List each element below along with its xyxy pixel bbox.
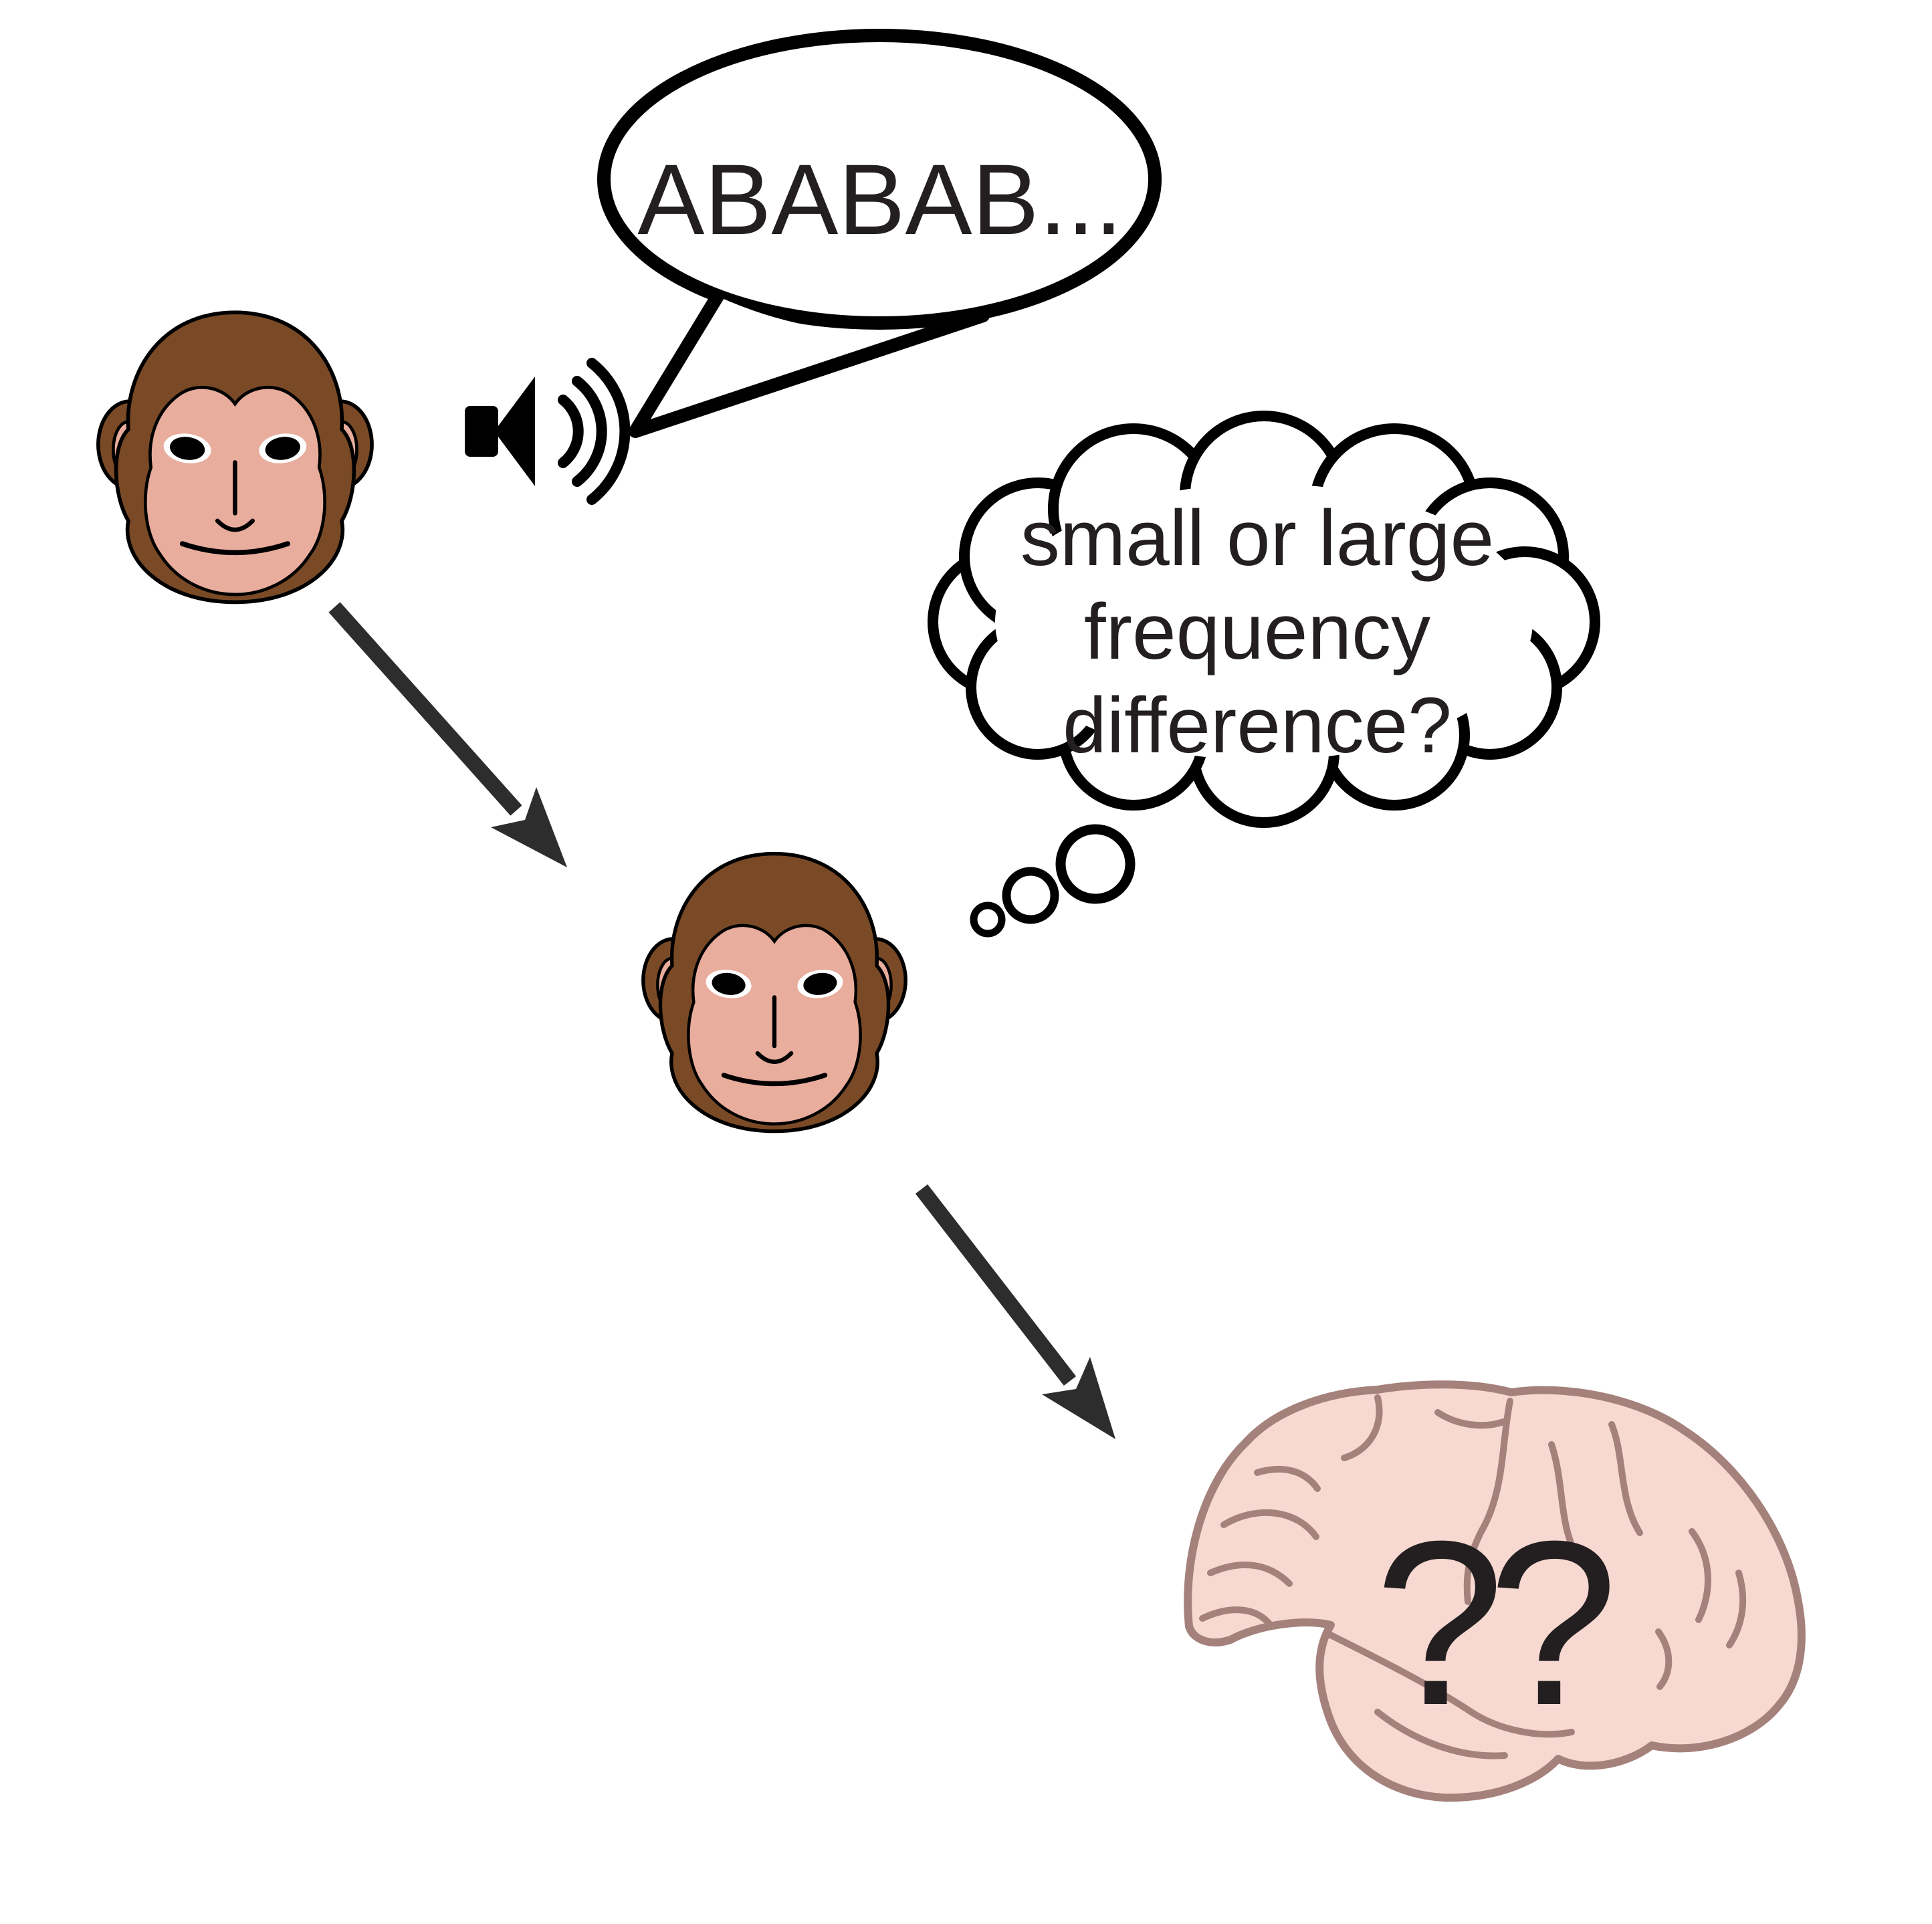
cloud-interior [995, 484, 1533, 760]
speech-bubble: ABABAB... [597, 29, 1162, 438]
sound-wave-arc-3 [586, 358, 631, 505]
thought-bubble-large [1055, 824, 1136, 904]
speaker-box [465, 406, 498, 457]
arrow-monkey1-to-monkey2 [328, 602, 567, 867]
thought-bubble-medium [1002, 867, 1059, 924]
brain-question-marks: ?? [1374, 1493, 1612, 1754]
speech-bubble-ellipse [597, 29, 1162, 330]
sound-wave-arc-1 [558, 395, 584, 468]
arrow-monkey2-to-brain [915, 1184, 1115, 1439]
thought-cloud: small or large frequency difference? [928, 411, 1600, 938]
arrow-2-shaft [915, 1184, 1077, 1386]
monkey-head-speaker [98, 312, 372, 602]
cloud-text-line-1: small or large [1021, 494, 1494, 582]
cloud-text-line-2: frequency [1084, 588, 1430, 676]
arrow-1-shaft [328, 602, 522, 816]
cloud-text-line-3: difference? [1063, 681, 1452, 770]
speaker-icon [465, 358, 631, 505]
speaker-cone [494, 377, 535, 486]
speech-bubble-tail [629, 290, 990, 438]
thought-bubble-small [970, 901, 1006, 938]
monkey-head-listener [643, 854, 905, 1132]
sound-wave-arc-2 [572, 376, 607, 487]
brain-illustration: ?? [1184, 1380, 1806, 1802]
brain-outline [1184, 1380, 1806, 1802]
speech-bubble-text: ABABAB... [637, 143, 1122, 255]
arrow-1-head [491, 787, 567, 867]
arrow-2-head [1042, 1357, 1115, 1439]
brain-sulci [1199, 1394, 1747, 1759]
